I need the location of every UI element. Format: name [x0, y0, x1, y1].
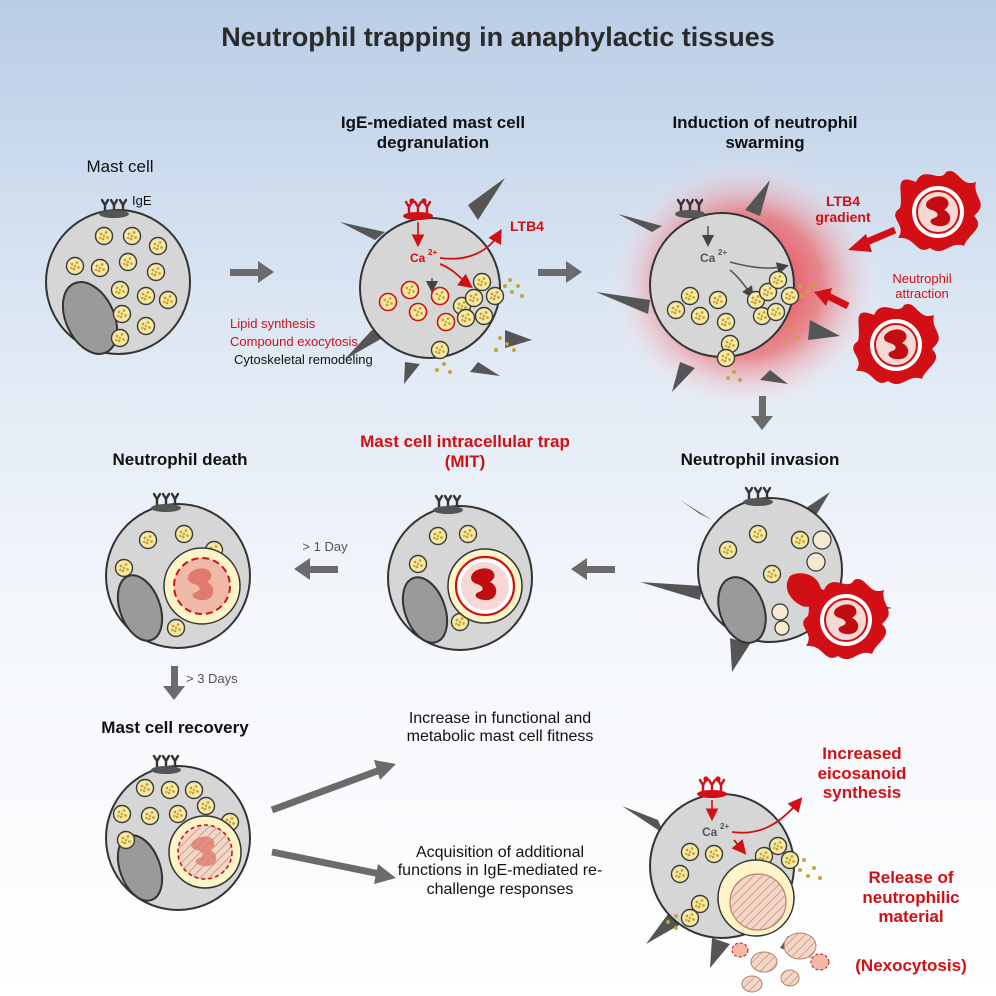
dead-neutrophil-mast-cell — [105, 492, 251, 649]
swarming-mast-cell: Ca 2+ — [596, 155, 897, 415]
arrow-to-death — [294, 558, 338, 580]
arrow-to-invasion — [751, 396, 773, 430]
increase-fitness-label: Increase in functional and metabolic mas… — [406, 710, 594, 746]
resting-mast-cell — [45, 198, 191, 355]
svg-text:2+: 2+ — [720, 822, 729, 831]
ltb4-gradient-label: LTB4 gradient — [815, 193, 871, 226]
arrow-to-fitness — [270, 760, 396, 814]
recovered-mast-cell — [105, 754, 251, 911]
increased-eicosanoid-label: Increased eicosanoid synthesis — [817, 744, 907, 803]
arrow-to-recovery — [163, 666, 185, 700]
three-days-label: > 3 Days — [186, 671, 238, 686]
arrow-to-mit — [571, 558, 615, 580]
ige-label: IgE — [132, 193, 152, 208]
arrow-to-swarming — [538, 261, 582, 283]
compound-exocytosis-label: Compound exocytosis — [230, 334, 358, 349]
svg-text:Ca: Ca — [700, 251, 716, 265]
arrow-to-acquisition — [271, 848, 396, 884]
attracted-neutrophil-2 — [852, 302, 940, 386]
degranulation-title: IgE-mediated mast cell degranulation — [340, 113, 526, 152]
svg-text:2+: 2+ — [718, 248, 727, 257]
rechallenged-mast-cell: Ca 2+ — [622, 775, 822, 968]
mit-mast-cell — [387, 494, 533, 651]
neutrophil-attraction-label: Neutrophil attraction — [892, 271, 952, 301]
page-title: Neutrophil trapping in anaphylactic tiss… — [221, 22, 775, 52]
svg-text:Ca: Ca — [410, 251, 426, 265]
neutrophil-death-title: Neutrophil death — [112, 450, 248, 469]
cytoskeletal-remodeling-label: Cytoskeletal remodeling — [234, 352, 373, 367]
lipid-synthesis-label: Lipid synthesis — [230, 316, 316, 331]
swarming-title: Induction of neutrophil swarming — [672, 113, 858, 152]
invaded-mast-cell — [640, 486, 892, 672]
svg-text:Ca: Ca — [702, 825, 718, 839]
degranulating-mast-cell: Ca 2+ — [340, 178, 532, 384]
released-neutrophilic-fragments — [731, 932, 830, 993]
ltb4-label: LTB4 — [510, 218, 544, 234]
arrow-to-degranulation — [230, 261, 274, 283]
release-neutrophilic-label: Release of neutrophilic material — [862, 868, 960, 927]
invading-neutrophil — [802, 577, 890, 661]
mit-title: Mast cell intracellular trap (MIT) — [360, 432, 570, 471]
attracted-neutrophil-1 — [894, 169, 982, 253]
mast-cell-recovery-title: Mast cell recovery — [101, 718, 249, 737]
one-day-label: > 1 Day — [302, 539, 348, 554]
svg-text:2+: 2+ — [428, 248, 437, 257]
acquisition-label: Acquisition of additional functions in I… — [397, 844, 603, 898]
mast-cell-label: Mast cell — [86, 157, 154, 176]
nexocytosis-label: (Nexocytosis) — [855, 956, 967, 975]
neutrophil-invasion-title: Neutrophil invasion — [680, 450, 840, 469]
